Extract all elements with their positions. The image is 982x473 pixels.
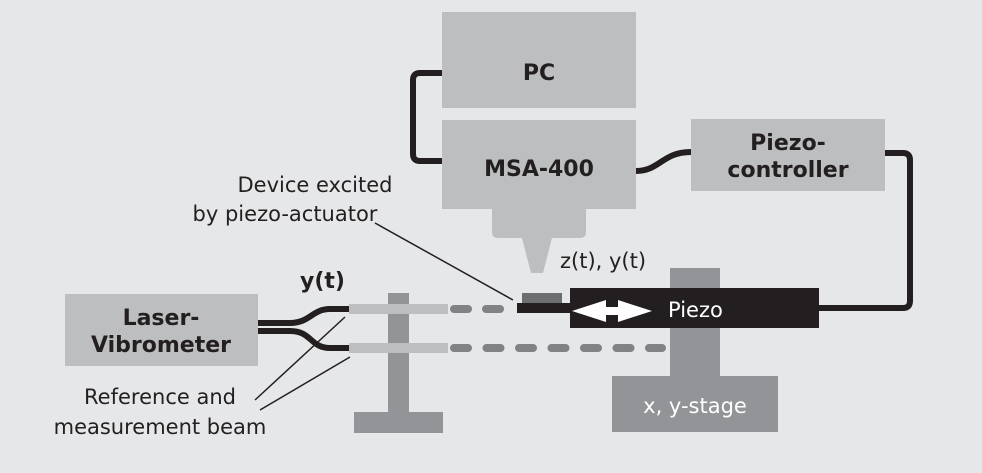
pc-label: PC xyxy=(523,61,555,86)
device-label-1: Device excited xyxy=(238,173,393,197)
device-label-2: by piezo-actuator xyxy=(193,202,378,226)
piezo-label: Piezo xyxy=(668,298,723,322)
msa-label: MSA-400 xyxy=(484,157,594,182)
pc-box: PC xyxy=(442,12,636,108)
laser-label-2: Vibrometer xyxy=(91,333,231,358)
piezo-controller-label-1: Piezo- xyxy=(750,131,826,156)
reference-beam-leader xyxy=(254,316,346,401)
piezo-controller-box: Piezo- controller xyxy=(691,119,885,191)
piezo-actuator: Piezo xyxy=(517,288,819,328)
msa-controller-cable xyxy=(635,149,692,174)
msa-400-box: MSA-400 xyxy=(442,120,636,273)
measurement-beam-leader xyxy=(259,356,351,411)
laser-vibrometer-box: Laser- Vibrometer xyxy=(65,294,258,366)
pc-msa-cable xyxy=(410,70,442,164)
device-under-test xyxy=(522,293,562,303)
beam-label-2: measurement beam xyxy=(54,415,267,439)
piezo-controller-label-2: controller xyxy=(727,158,848,183)
beam-label-1: Reference and xyxy=(84,385,236,409)
measurement-fiber xyxy=(257,328,349,351)
measurement-beam-optic xyxy=(349,343,448,353)
y-signal-label: y(t) xyxy=(300,269,345,294)
controller-piezo-cable xyxy=(819,150,913,311)
stage-label: x, y-stage xyxy=(643,394,747,418)
reference-fiber xyxy=(257,306,349,326)
device-leader-line xyxy=(374,222,514,301)
laser-label-1: Laser- xyxy=(123,306,200,331)
z-signal-label: z(t), y(t) xyxy=(560,249,646,273)
objective-lens xyxy=(492,209,586,273)
double-arrow-icon xyxy=(572,300,652,322)
reference-beam-optic xyxy=(349,304,448,314)
